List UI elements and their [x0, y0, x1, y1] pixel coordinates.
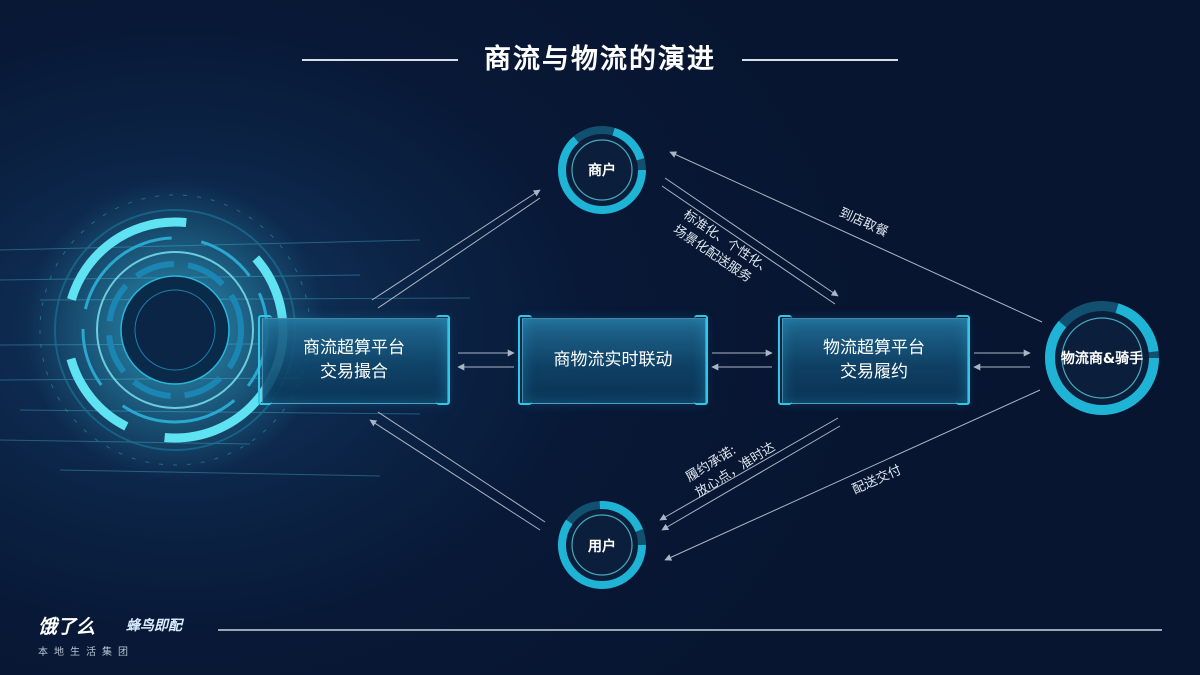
logistics-ring [1045, 301, 1159, 415]
commerce-platform-box: 商流超算平台 交易撮合 [258, 315, 450, 405]
title-bar: 商流与物流的演进 [0, 38, 1200, 82]
footer-rule [218, 629, 1162, 631]
realtime-link-label: 商物流实时联动 [553, 350, 673, 370]
merchant-ring [558, 126, 646, 214]
user-ring [558, 501, 646, 589]
title-rule-left [302, 59, 458, 61]
commerce-platform-label: 商流超算平台 交易撮合 [303, 338, 405, 382]
logistics-platform-label: 物流超算平台 交易履约 [823, 338, 925, 382]
user-label: 用户 [588, 539, 616, 555]
title-rule-right [742, 59, 898, 61]
merchant-label: 商户 [588, 163, 616, 179]
brand-logo: 饿了么 蜂鸟即配 本地生活集团 [38, 612, 208, 662]
page-title: 商流与物流的演进 [484, 44, 716, 75]
fengniao-logo-text: 蜂鸟即配 [126, 618, 182, 634]
diagram-arrows [369, 151, 1043, 561]
realtime-link-box: 商物流实时联动 [518, 315, 708, 405]
logistics-platform-box: 物流超算平台 交易履约 [778, 315, 970, 405]
logistics-rider-label: 物流商&骑手 [1060, 351, 1144, 367]
eleme-logo-text: 饿了么 [38, 616, 96, 638]
brand-slogan: 本地生活集团 [38, 647, 134, 658]
